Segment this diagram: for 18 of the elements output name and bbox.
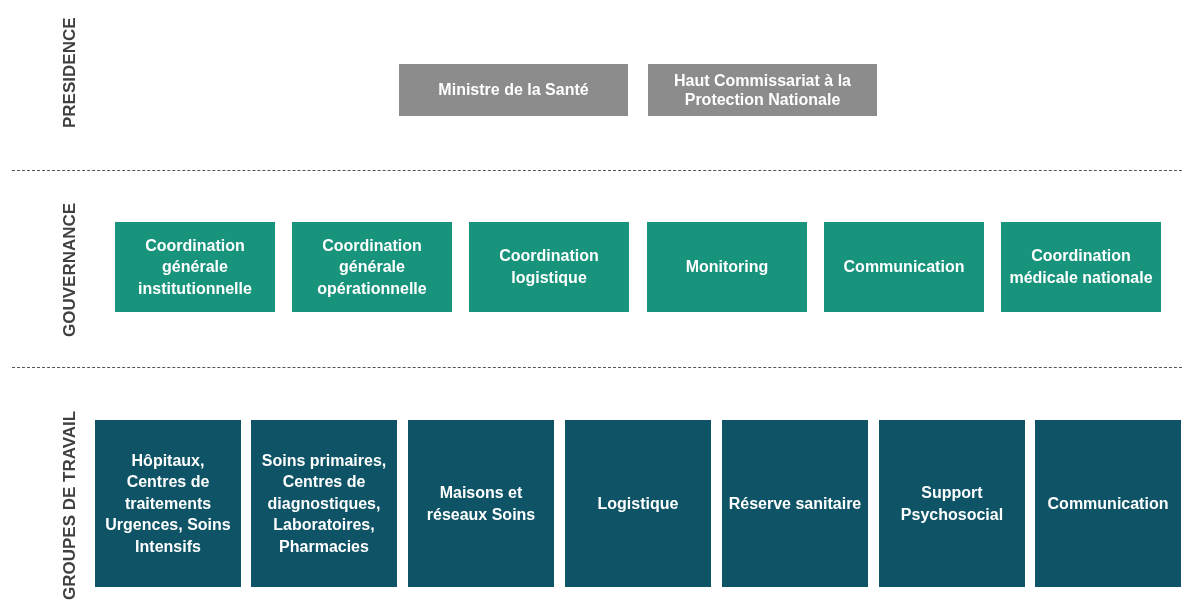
org-box: Coordination générale opérationnelle [292, 222, 452, 312]
org-box: Support Psychosocial [879, 420, 1025, 587]
tier-label: GROUPES DE TRAVAIL [59, 409, 80, 602]
org-box: Coordination médicale nationale [1001, 222, 1161, 312]
org-box: Ministre de la Santé [399, 64, 628, 116]
org-box: Soins primaires, Centres de diagnostiques, Laboratoires, Pharmacies [251, 420, 397, 587]
org-box: Hôpitaux, Centres de traitements Urgences, Soins Intensifs [95, 420, 241, 587]
org-box: Coordination logistique [469, 222, 629, 312]
tier-label: GOUVERNANCE [59, 201, 80, 340]
org-box: Réserve sanitaire [722, 420, 868, 587]
org-box: Haut Commissariat à la Protection Nationale [648, 64, 877, 116]
org-box: Logistique [565, 420, 711, 587]
org-box: Communication [1035, 420, 1181, 587]
org-box: Maisons et réseaux Soins [408, 420, 554, 587]
org-box: Coordination générale institutionnelle [115, 222, 275, 312]
tier-label: PRESIDENCE [59, 16, 80, 131]
org-box: Communication [824, 222, 984, 312]
org-box: Monitoring [647, 222, 807, 312]
